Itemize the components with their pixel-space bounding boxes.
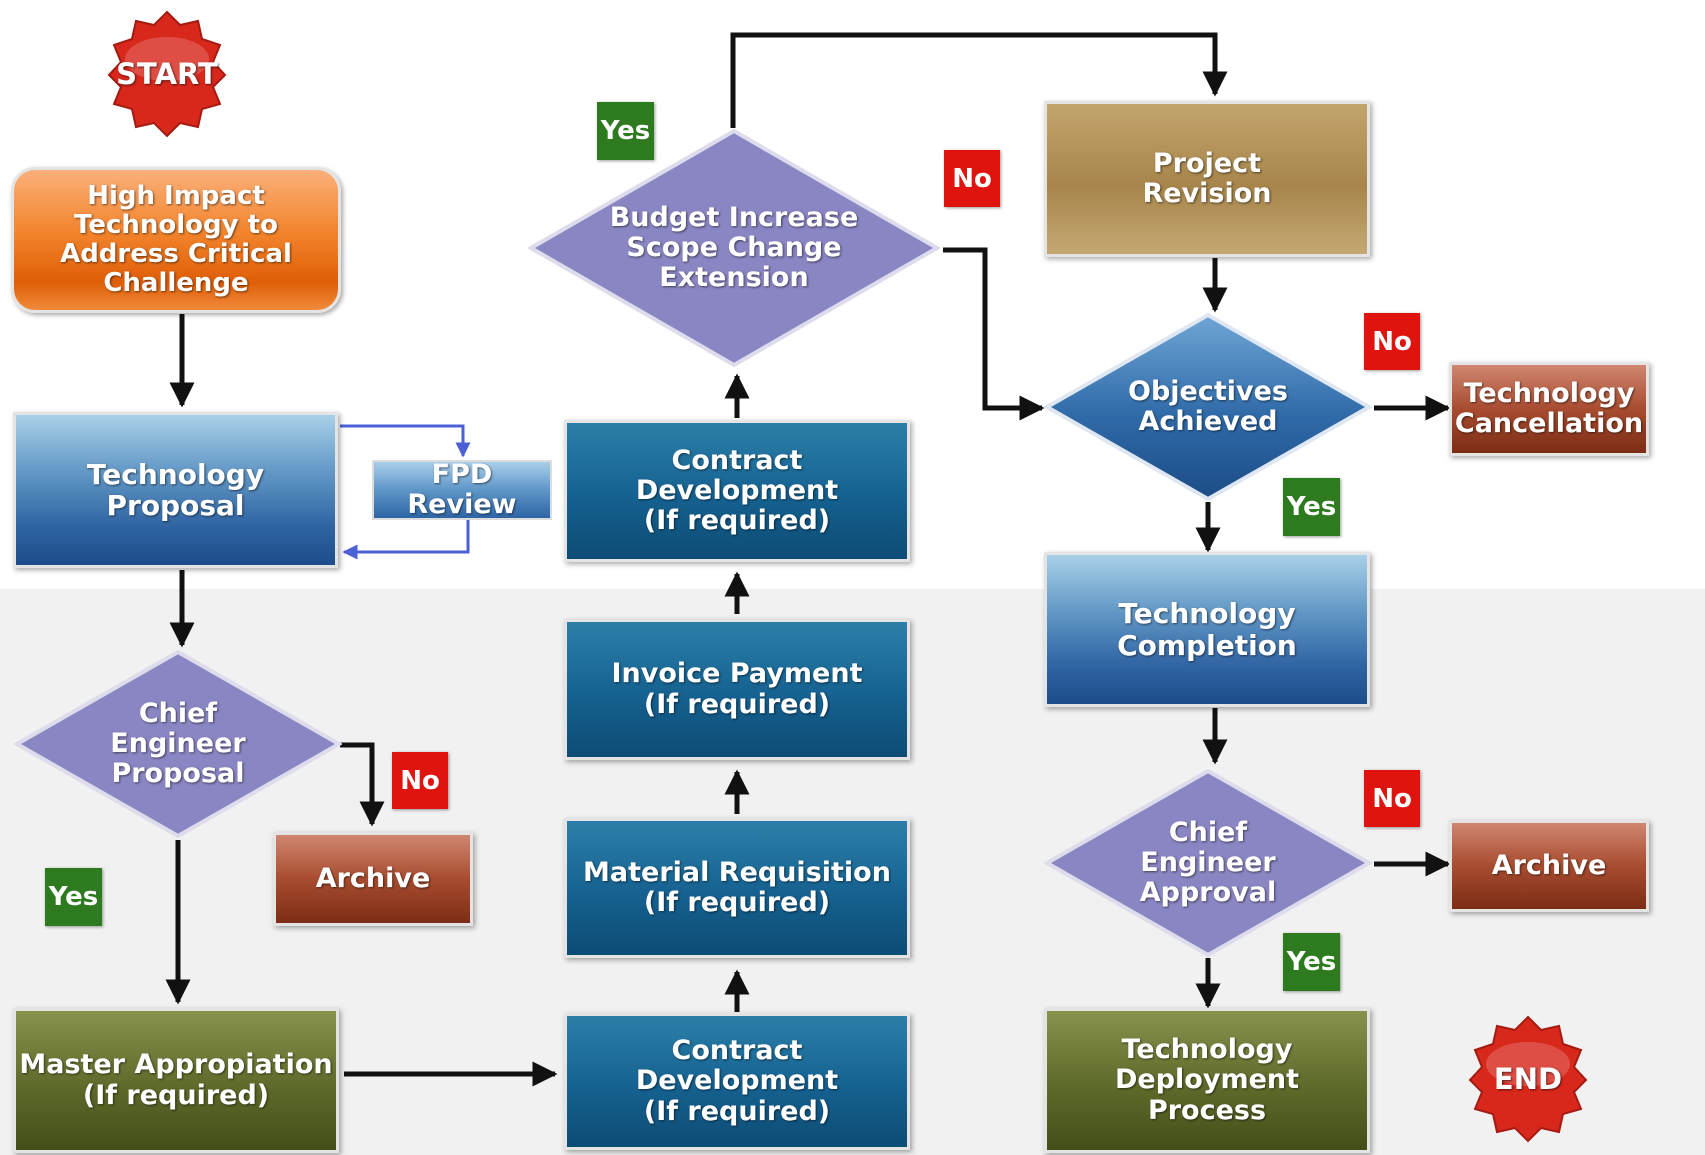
arrow-proposal-to-fpd — [340, 424, 471, 458]
chief-engineer-approval-label: Chief Engineer Approval — [1139, 817, 1277, 908]
high-impact-node[interactable]: High Impact Technology to Address Critic… — [11, 167, 341, 313]
start-label: START — [116, 57, 218, 91]
diamond-shape-icon — [1044, 768, 1372, 958]
technology-cancellation-node[interactable]: Technology Cancellation — [1449, 362, 1649, 456]
yes-tag-approval: Yes — [1283, 933, 1340, 991]
invoice-payment-node[interactable]: Invoice Payment (If required) — [564, 619, 910, 760]
contract-development-top-node[interactable]: Contract Development (If required) — [564, 420, 910, 562]
chief-engineer-proposal-label: Chief Engineer Proposal — [110, 698, 246, 789]
start-burst-icon — [107, 10, 227, 138]
objectives-achieved-label: Objectives Achieved — [1128, 376, 1288, 437]
objectives-achieved-diamond[interactable]: Objectives Achieved — [1044, 312, 1372, 502]
yes-tag-budget: Yes — [597, 102, 654, 160]
contract-development-bottom-node[interactable]: Contract Development (If required) — [564, 1013, 910, 1150]
no-tag-objectives: No — [1364, 313, 1420, 370]
diamond-shape-icon — [1044, 312, 1372, 502]
budget-increase-label: Budget Increase Scope Change Extension — [609, 202, 859, 293]
technology-proposal-node[interactable]: Technology Proposal — [13, 412, 338, 568]
project-revision-node[interactable]: Project Revision — [1044, 101, 1370, 257]
yes-tag-proposal: Yes — [45, 868, 102, 926]
diamond-shape-icon — [14, 649, 342, 839]
diamond-shape-icon — [528, 128, 940, 368]
chief-engineer-proposal-diamond[interactable]: Chief Engineer Proposal — [14, 649, 342, 839]
technology-deployment-node[interactable]: Technology Deployment Process — [1044, 1008, 1370, 1153]
arrow-budget-no-to-objectives — [943, 247, 1045, 421]
material-requisition-node[interactable]: Material Requisition (If required) — [564, 818, 910, 958]
master-appropiation-node[interactable]: Master Appropiation (If required) — [13, 1008, 339, 1153]
archive-right-node[interactable]: Archive — [1449, 820, 1649, 912]
end-badge[interactable]: END — [1462, 1014, 1594, 1144]
end-label: END — [1493, 1062, 1563, 1096]
yes-tag-objectives: Yes — [1283, 478, 1340, 536]
technology-completion-node[interactable]: Technology Completion — [1044, 552, 1370, 707]
arrow-chief-no-to-archive — [340, 742, 385, 827]
arrow-fpd-to-proposal — [342, 520, 470, 560]
archive-left-node[interactable]: Archive — [273, 832, 473, 926]
budget-increase-diamond[interactable]: Budget Increase Scope Change Extension — [528, 128, 940, 368]
arrow-budget-yes-to-revision — [730, 32, 1228, 128]
fpd-review-node[interactable]: FPD Review — [372, 459, 552, 520]
no-tag-budget: No — [944, 150, 1000, 207]
chief-engineer-approval-diamond[interactable]: Chief Engineer Approval — [1044, 768, 1372, 958]
end-burst-icon — [1468, 1015, 1588, 1143]
start-badge[interactable]: START — [101, 9, 233, 139]
no-tag-approval: No — [1364, 770, 1420, 827]
no-tag-proposal: No — [392, 752, 448, 809]
